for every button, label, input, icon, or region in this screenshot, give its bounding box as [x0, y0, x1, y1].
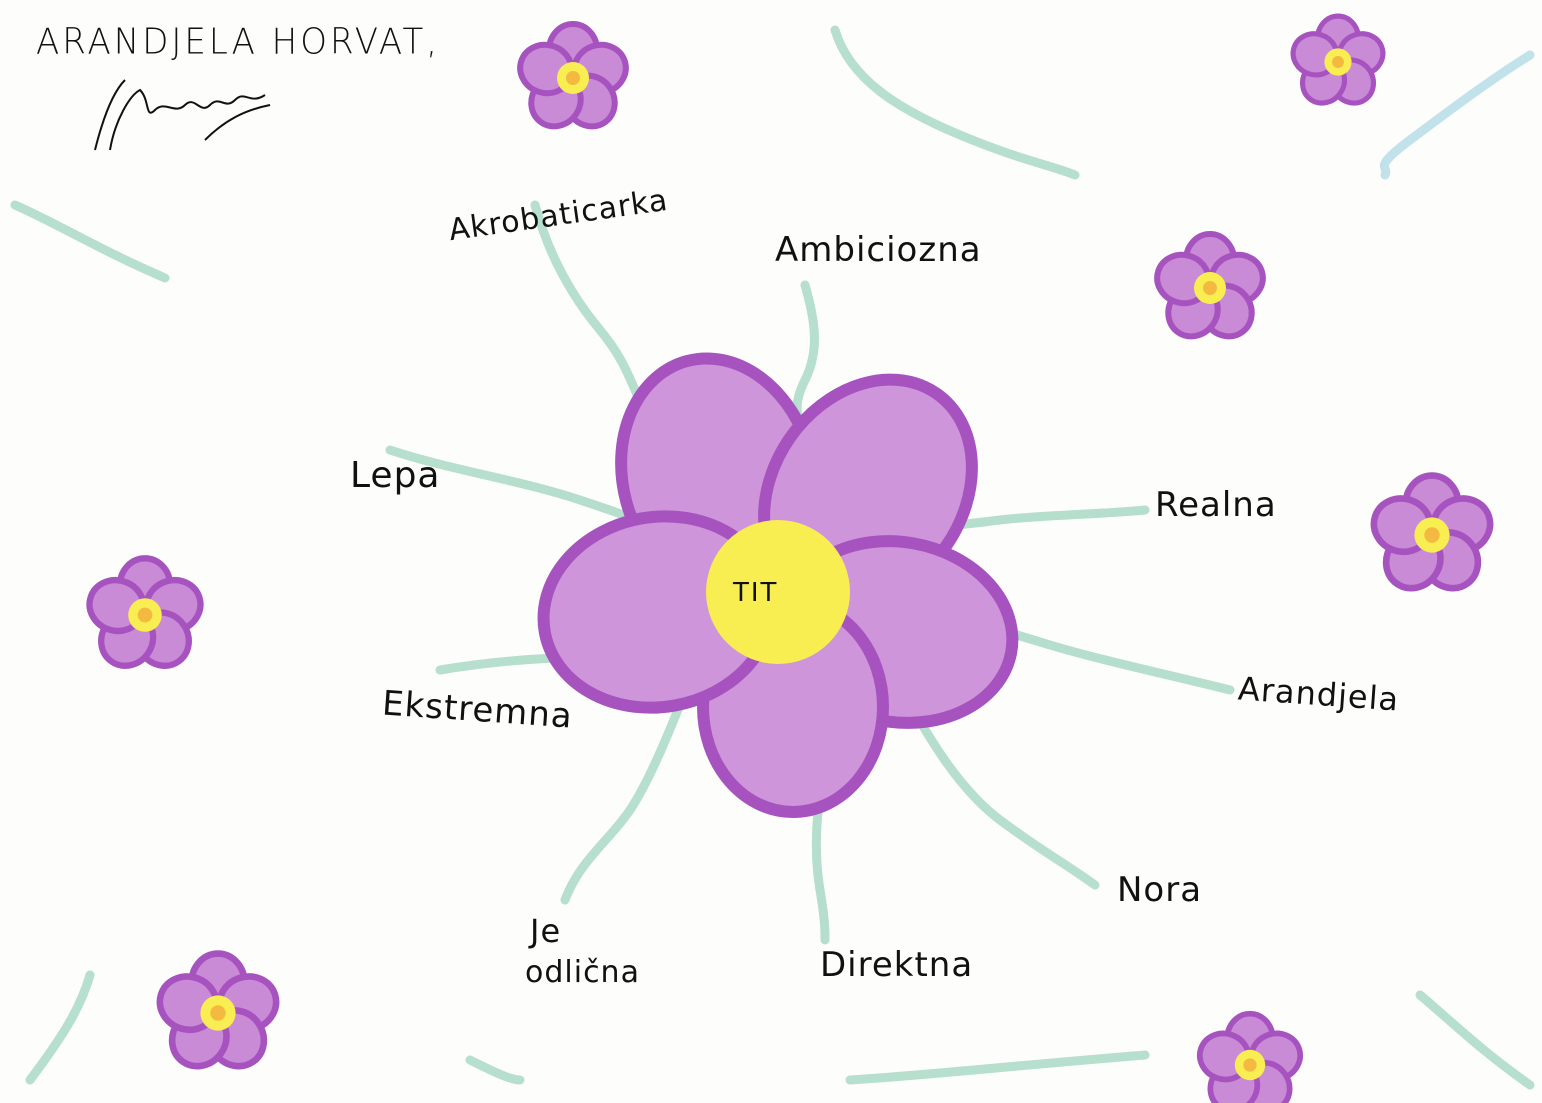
central-flower	[528, 337, 1027, 812]
word-nora: Nora	[1117, 870, 1202, 910]
word-direktna: Direktna	[820, 945, 973, 985]
word-odlicna: odlična	[525, 955, 640, 990]
word-lepa: Lepa	[350, 455, 440, 496]
word-je: Je	[530, 912, 561, 950]
author-name: ARANDJELA HORVAT,	[36, 21, 440, 63]
center-label: TIT	[733, 578, 778, 608]
word-realna: Realna	[1155, 485, 1277, 525]
word-ambiciozna: Ambiciozna	[775, 230, 982, 270]
signature	[85, 70, 285, 160]
